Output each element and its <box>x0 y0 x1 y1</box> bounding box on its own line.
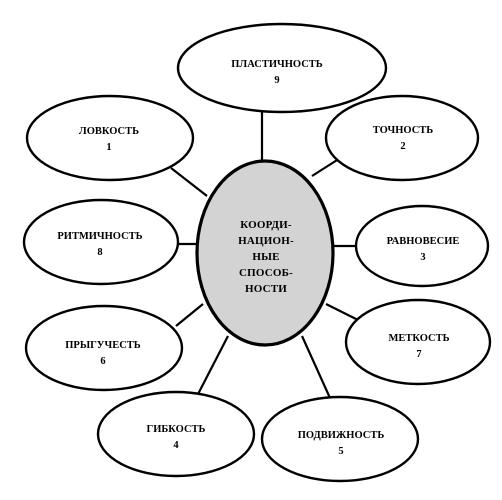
node-mobility-ellipse <box>260 395 420 483</box>
node-rhythm-number: 8 <box>97 247 102 258</box>
node-balance: РАВНОВЕСИЕ 3 <box>354 204 490 288</box>
node-marksmanship-ellipse <box>344 298 492 386</box>
node-marksmanship-number: 7 <box>416 349 421 360</box>
node-agility-name: ЛОВКОСТЬ <box>79 126 139 137</box>
node-balance-name: РАВНОВЕСИЕ <box>387 236 460 247</box>
connector-agility <box>170 167 208 197</box>
node-plasticity-ellipse <box>176 22 388 114</box>
connector-mobility <box>300 335 332 399</box>
connector-jumping <box>175 303 204 327</box>
node-rhythm-ellipse <box>22 198 180 286</box>
node-flexibility: ГИБКОСТЬ 4 <box>96 390 256 478</box>
node-balance-ellipse <box>354 204 490 288</box>
node-flexibility-ellipse <box>96 390 256 478</box>
node-plasticity-name: ПЛАСТИЧНОСТЬ <box>231 59 323 70</box>
center-ellipse <box>195 159 335 347</box>
node-mobility-name: ПОДВИЖНОСТЬ <box>298 430 385 441</box>
node-agility-ellipse <box>25 94 195 182</box>
node-rhythm-name: РИТМИЧНОСТЬ <box>57 231 142 242</box>
node-balance-number: 3 <box>420 252 425 263</box>
node-mobility: ПОДВИЖНОСТЬ 5 <box>260 395 420 483</box>
node-rhythm: РИТМИЧНОСТЬ 8 <box>22 198 180 286</box>
node-marksmanship-name: МЕТКОСТЬ <box>388 333 449 344</box>
connectors <box>170 112 359 399</box>
node-accuracy-ellipse <box>324 94 480 182</box>
node-jumping: ПРЫГУЧЕСТЬ 6 <box>24 304 184 392</box>
node-marksmanship: МЕТКОСТЬ 7 <box>344 298 492 386</box>
center-node: КООРДИ- НАЦИОН- НЫЕ СПОСОБ- НОСТИ <box>195 159 335 347</box>
connector-marksmanship <box>325 303 359 321</box>
node-jumping-name: ПРЫГУЧЕСТЬ <box>65 340 141 351</box>
node-flexibility-number: 4 <box>173 440 179 451</box>
center-line-4: СПОСОБ- <box>239 267 293 279</box>
node-flexibility-name: ГИБКОСТЬ <box>147 424 206 435</box>
node-agility-number: 1 <box>106 142 111 153</box>
node-plasticity-number: 9 <box>274 75 279 86</box>
node-plasticity: ПЛАСТИЧНОСТЬ 9 <box>176 22 388 114</box>
node-agility: ЛОВКОСТЬ 1 <box>25 94 195 182</box>
node-accuracy-name: ТОЧНОСТЬ <box>373 125 434 136</box>
center-line-3: НЫЕ <box>252 251 279 263</box>
node-accuracy: ТОЧНОСТЬ 2 <box>324 94 480 182</box>
center-line-5: НОСТИ <box>245 283 287 295</box>
node-jumping-number: 6 <box>100 356 105 367</box>
node-jumping-ellipse <box>24 304 184 392</box>
node-mobility-number: 5 <box>338 446 343 457</box>
connector-flexibility <box>195 335 229 399</box>
center-line-1: КООРДИ- <box>240 219 292 231</box>
node-accuracy-number: 2 <box>400 141 405 152</box>
center-line-2: НАЦИОН- <box>238 235 294 247</box>
